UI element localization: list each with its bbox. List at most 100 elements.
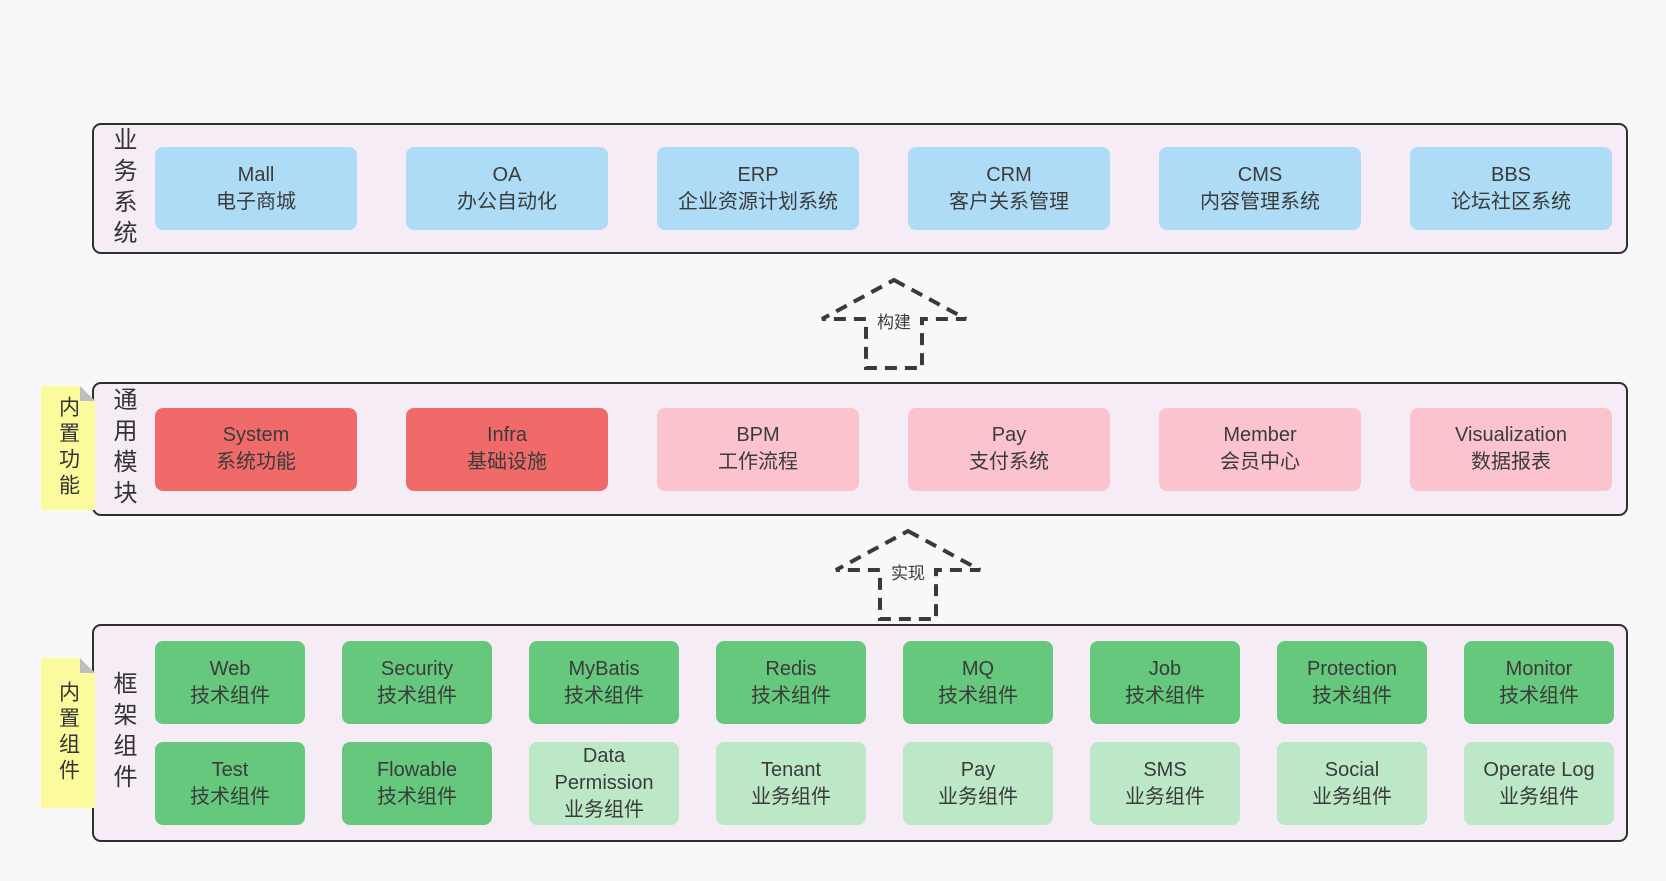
arrow-label-backing xyxy=(886,560,930,585)
module-subtitle: 系统功能 xyxy=(216,451,296,473)
module-title: Social xyxy=(1324,758,1380,781)
module-box-test: Test 技术组件 xyxy=(155,742,305,825)
module-title: CRM xyxy=(986,163,1032,186)
module-box-infra: Infra 基础设施 xyxy=(406,407,608,491)
module-box-member: Member 会员中心 xyxy=(1159,407,1361,491)
module-subtitle: 工作流程 xyxy=(718,451,798,473)
module-title: MyBatis xyxy=(568,657,640,680)
module-subtitle: 企业资源计划系统 xyxy=(678,190,838,213)
module-box-redis: Redis 技术组件 xyxy=(716,641,866,724)
band-label: 框架组件 xyxy=(109,671,136,795)
module-title: Security xyxy=(380,657,454,680)
module-subtitle: 支付系统 xyxy=(969,451,1049,473)
module-title: OA xyxy=(492,163,522,186)
module-title: SMS xyxy=(1143,758,1187,781)
arrow-label: 构建 xyxy=(877,313,911,332)
module-subtitle: 客户关系管理 xyxy=(949,190,1069,213)
sticky-note-framework-components: 内置组件 xyxy=(41,658,95,808)
module-title: MQ xyxy=(961,657,995,680)
module-box-social: Social 业务组件 xyxy=(1277,742,1427,825)
module-title: Test xyxy=(211,758,249,781)
module-title: Infra xyxy=(486,424,528,446)
module-box-cms: CMS 内容管理系统 xyxy=(1159,147,1361,230)
module-box-data-permission: Data Permission 业务组件 xyxy=(529,742,679,825)
module-box-monitor: Monitor 技术组件 xyxy=(1464,641,1614,724)
module-subtitle: 技术组件 xyxy=(377,684,457,707)
sticky-note-label: 内置组件 xyxy=(56,681,80,785)
sticky-note-label: 内置功能 xyxy=(56,396,80,500)
module-subtitle: 会员中心 xyxy=(1220,451,1300,473)
module-subtitle: 内容管理系统 xyxy=(1200,190,1320,213)
module-row: System 系统功能 Infra 基础设施 BPM 工作流程 Pay 支付系统 Member 会… xyxy=(155,407,1614,491)
module-subtitle: 业务组件 xyxy=(938,785,1018,808)
dashed-arrow-up-build: 构建 xyxy=(821,277,967,370)
band-label: 业务系统 xyxy=(109,126,136,251)
module-title: ERP xyxy=(737,163,779,186)
band-business-systems: 业务系统 Mall 电子商城 OA 办公自动化 ERP 企业资源计划系统 CRM 客户关系管理… xyxy=(92,123,1628,254)
module-subtitle: 论坛社区系统 xyxy=(1451,190,1571,213)
module-title: Tenant xyxy=(760,758,822,781)
module-box-oa: OA 办公自动化 xyxy=(406,147,608,230)
module-subtitle: 技术组件 xyxy=(1499,684,1579,707)
module-title: Visualization xyxy=(1455,424,1567,446)
module-box-operate-log: Operate Log 业务组件 xyxy=(1464,742,1614,825)
module-subtitle: 业务组件 xyxy=(1312,785,1392,808)
dashed-arrow-up-implement: 实现 xyxy=(835,528,981,621)
module-box-bbs: BBS 论坛社区系统 xyxy=(1410,147,1612,230)
module-box-mybatis: MyBatis 技术组件 xyxy=(529,641,679,724)
module-subtitle: 技术组件 xyxy=(751,684,831,707)
module-box-mall: Mall 电子商城 xyxy=(155,147,357,230)
module-subtitle: 数据报表 xyxy=(1471,451,1551,473)
module-title: Operate Log xyxy=(1483,758,1595,781)
band-content: Mall 电子商城 OA 办公自动化 ERP 企业资源计划系统 CRM 客户关系管理 CMS 内容… xyxy=(155,125,1614,252)
module-title: System xyxy=(222,424,290,446)
module-subtitle: 技术组件 xyxy=(190,785,270,808)
module-box-tenant: Tenant 业务组件 xyxy=(716,742,866,825)
module-box-web: Web 技术组件 xyxy=(155,641,305,724)
module-row: Mall 电子商城 OA 办公自动化 ERP 企业资源计划系统 CRM 客户关系管理 CMS 内容… xyxy=(155,147,1614,230)
module-title: Monitor xyxy=(1505,657,1573,680)
band-content: System 系统功能 Infra 基础设施 BPM 工作流程 Pay 支付系统 Member 会… xyxy=(155,384,1614,514)
module-title: Flowable xyxy=(376,758,458,781)
module-box-bpm: BPM 工作流程 xyxy=(657,407,859,491)
module-subtitle: 业务组件 xyxy=(1125,785,1205,808)
module-subtitle: 电子商城 xyxy=(216,190,296,213)
arrow-label: 实现 xyxy=(891,564,925,583)
module-title: Mall xyxy=(237,163,275,186)
module-box-sms: SMS 业务组件 xyxy=(1090,742,1240,825)
module-subtitle: 基础设施 xyxy=(467,451,547,473)
module-box-system: System 系统功能 xyxy=(155,407,357,491)
module-subtitle: 技术组件 xyxy=(564,684,644,707)
arrow-outline xyxy=(821,277,967,370)
module-title: Web xyxy=(209,657,251,680)
module-box-pay: Pay 业务组件 xyxy=(903,742,1053,825)
module-title: CMS xyxy=(1237,163,1283,186)
module-subtitle: 业务组件 xyxy=(1499,785,1579,808)
module-box-visualization: Visualization 数据报表 xyxy=(1410,407,1612,491)
module-title: Pay xyxy=(960,758,996,781)
module-subtitle: 办公自动化 xyxy=(457,190,557,213)
arrow-outline xyxy=(835,528,981,621)
module-title: Pay xyxy=(991,424,1027,446)
module-subtitle: 业务组件 xyxy=(751,785,831,808)
module-title: Data Permission xyxy=(554,745,654,794)
module-box-flowable: Flowable 技术组件 xyxy=(342,742,492,825)
module-subtitle: 技术组件 xyxy=(377,785,457,808)
module-subtitle: 技术组件 xyxy=(1312,684,1392,707)
module-title: Redis xyxy=(765,657,817,680)
arrow-label-backing xyxy=(872,309,916,334)
module-subtitle: 技术组件 xyxy=(190,684,270,707)
sticky-note-common-modules: 内置功能 xyxy=(41,386,95,510)
module-title: BPM xyxy=(736,424,780,446)
module-title: Member xyxy=(1223,424,1297,446)
module-box-erp: ERP 企业资源计划系统 xyxy=(657,147,859,230)
module-title: Protection xyxy=(1306,657,1398,680)
module-title: BBS xyxy=(1490,163,1532,186)
module-subtitle: 业务组件 xyxy=(564,799,644,821)
